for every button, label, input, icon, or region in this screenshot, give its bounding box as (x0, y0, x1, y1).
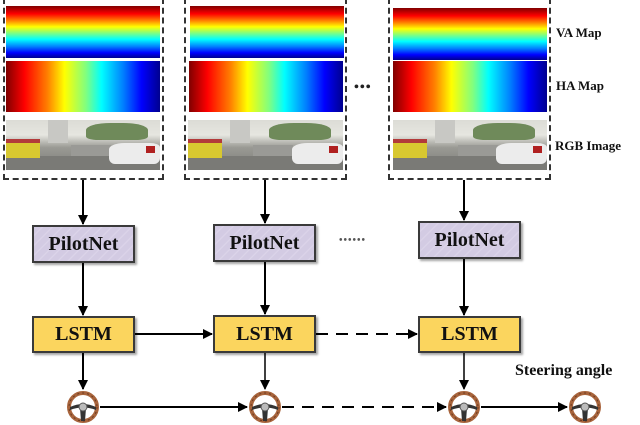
input-frame-3 (388, 0, 551, 180)
pilotnet-label: PilotNet (48, 232, 119, 255)
lstm-node-1: LSTM (32, 316, 135, 353)
rgb-image-label: RGB Image (555, 138, 622, 153)
pilotnet-node-3: PilotNet (418, 221, 521, 259)
va-map-2 (190, 6, 344, 58)
lstm-node-2: LSTM (213, 315, 316, 353)
frame-ellipsis: ••• (354, 80, 372, 95)
input-frame-1 (3, 0, 164, 180)
lstm-label: LSTM (236, 322, 293, 345)
rgb-image-3 (393, 120, 547, 170)
lstm-label: LSTM (441, 323, 498, 345)
ha-map-2 (189, 61, 343, 112)
pilotnet-label: PilotNet (229, 231, 300, 254)
steering-wheel-icon (67, 391, 99, 423)
steering-wheel-icon (249, 391, 281, 423)
rgb-image-2 (188, 120, 343, 170)
ha-map-3 (393, 61, 547, 112)
va-map-label: VA Map (556, 25, 602, 40)
lstm-node-3: LSTM (418, 316, 521, 353)
pilotnet-node-1: PilotNet (32, 225, 135, 263)
ha-map-1 (6, 61, 160, 112)
steering-wheel-icon (448, 391, 480, 423)
rgb-image-1 (6, 120, 160, 170)
pilotnet-ellipsis: •••••• (339, 235, 367, 246)
pilotnet-label: PilotNet (434, 228, 505, 251)
steering-wheel-icon (569, 391, 601, 423)
input-frame-2 (184, 0, 347, 180)
pilotnet-node-2: PilotNet (213, 224, 316, 262)
steering-angle-label: Steering angle (515, 362, 613, 379)
lstm-label: LSTM (55, 323, 112, 345)
va-map-1 (6, 6, 160, 58)
ha-map-label: HA Map (556, 78, 605, 93)
va-map-3 (393, 8, 547, 60)
